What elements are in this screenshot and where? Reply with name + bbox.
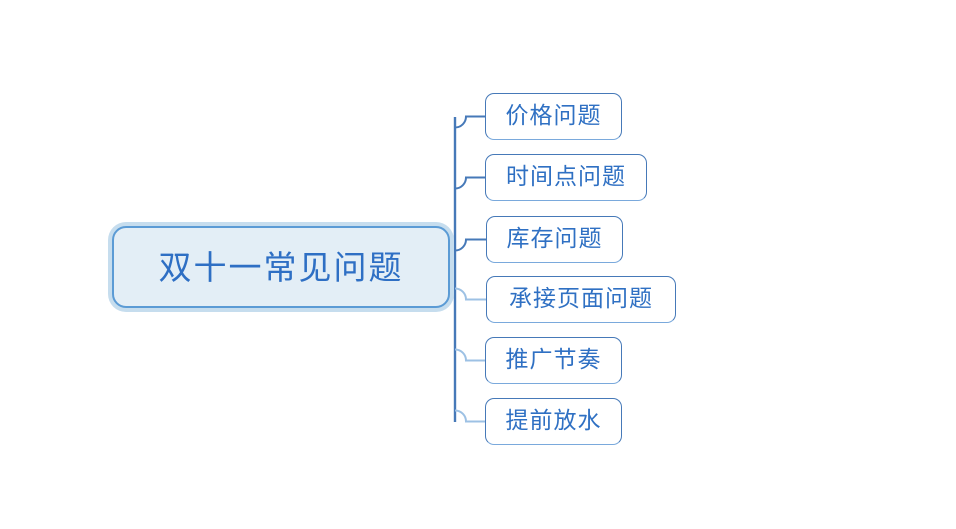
child-node-3[interactable]: 库存问题 <box>486 216 623 263</box>
child-node-5[interactable]: 推广节奏 <box>485 337 622 384</box>
connector-branch-5 <box>454 348 485 362</box>
child-node-6[interactable]: 提前放水 <box>485 398 622 445</box>
child-node-label: 时间点问题 <box>506 164 626 190</box>
connector-branch-4 <box>454 287 486 301</box>
child-node-label: 承接页面问题 <box>509 286 653 312</box>
root-node[interactable]: 双十一常见问题 <box>112 226 450 308</box>
child-node-label: 库存问题 <box>506 226 603 252</box>
child-node-1[interactable]: 价格问题 <box>485 93 622 140</box>
child-node-label: 提前放水 <box>505 408 602 434</box>
child-node-label: 推广节奏 <box>505 347 602 373</box>
child-node-4[interactable]: 承接页面问题 <box>486 276 676 323</box>
connector-branch-2 <box>454 176 485 190</box>
connector-branch-1 <box>454 115 485 129</box>
connector-branch-3 <box>454 238 486 252</box>
child-node-2[interactable]: 时间点问题 <box>485 154 647 201</box>
child-node-label: 价格问题 <box>505 103 602 129</box>
connector-branch-6 <box>454 409 485 423</box>
root-node-label: 双十一常见问题 <box>158 247 404 287</box>
